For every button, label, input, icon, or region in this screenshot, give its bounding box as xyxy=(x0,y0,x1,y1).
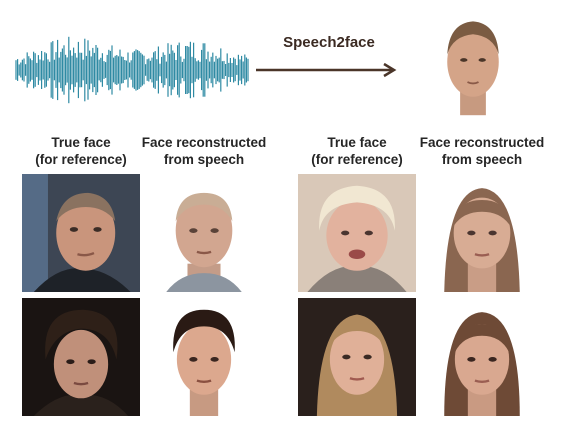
face-portrait-icon xyxy=(298,174,416,292)
column-header-true-face-left: True face(for reference) xyxy=(35,135,127,167)
face-portrait-icon xyxy=(423,174,541,292)
true-face-row1-right xyxy=(298,174,416,292)
reconstructed-face-row2-left xyxy=(145,298,263,416)
face-portrait-icon xyxy=(423,298,541,416)
column-header-true-face-right: True face(for reference) xyxy=(311,135,403,167)
face-portrait-icon xyxy=(22,174,140,292)
face-portrait-icon xyxy=(22,298,140,416)
generated-face-top xyxy=(427,4,519,116)
audio-waveform xyxy=(15,36,249,104)
face-portrait-icon xyxy=(145,174,263,292)
face-portrait-icon xyxy=(145,298,263,416)
reconstructed-face-row1-right xyxy=(423,174,541,292)
face-portrait-icon xyxy=(298,298,416,416)
face-portrait-icon xyxy=(427,4,519,116)
reconstructed-face-row2-right xyxy=(423,298,541,416)
true-face-row2-right xyxy=(298,298,416,416)
arrow-right-icon xyxy=(256,62,397,78)
pipeline-label: Speech2face xyxy=(283,34,375,51)
true-face-row2-left xyxy=(22,298,140,416)
reconstructed-face-row1-left xyxy=(145,174,263,292)
true-face-row1-left xyxy=(22,174,140,292)
